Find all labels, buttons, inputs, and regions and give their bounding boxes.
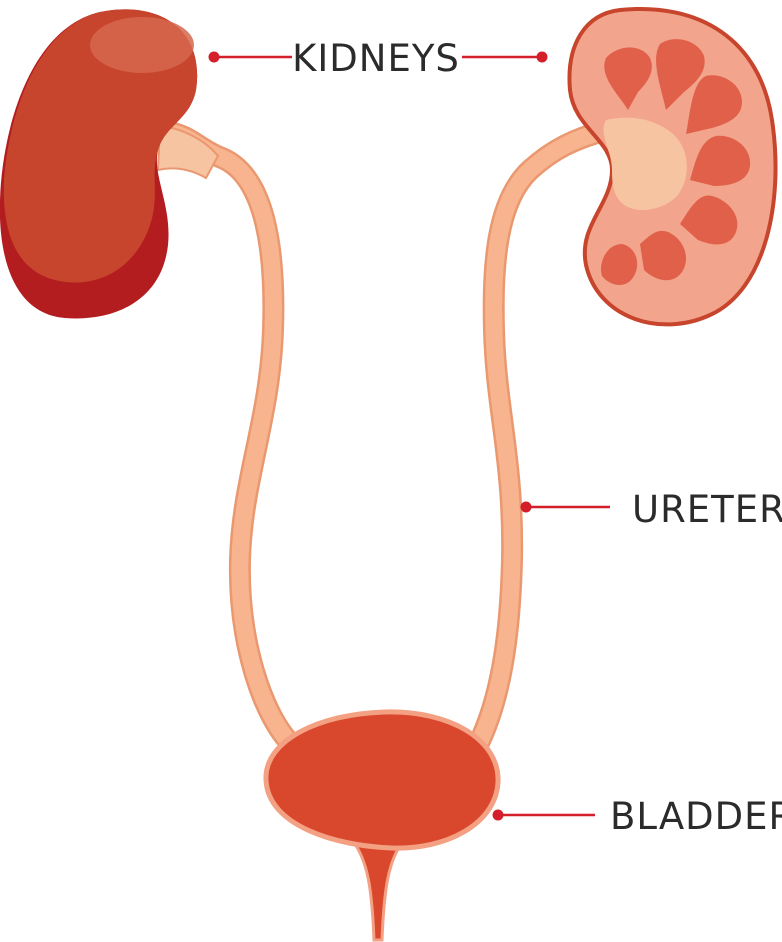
bladder xyxy=(263,709,501,942)
left-ureter xyxy=(156,121,303,756)
renal-pyramids xyxy=(600,39,751,286)
ureter-label: URETER xyxy=(632,488,782,531)
kidneys-label: KIDNEYS xyxy=(292,37,460,80)
bladder-label-group: BLADDER xyxy=(492,795,782,838)
kidneys-label-group: KIDNEYS xyxy=(208,37,548,80)
right-kidney-pointer-dot xyxy=(536,51,548,63)
left-kidney xyxy=(0,9,198,319)
kidney-highlight xyxy=(90,17,194,73)
ureter-label-group: URETER xyxy=(520,488,782,531)
right-kidney-cross-section xyxy=(567,7,778,327)
right-ureter xyxy=(467,119,619,756)
bladder-label: BLADDER xyxy=(610,795,782,838)
